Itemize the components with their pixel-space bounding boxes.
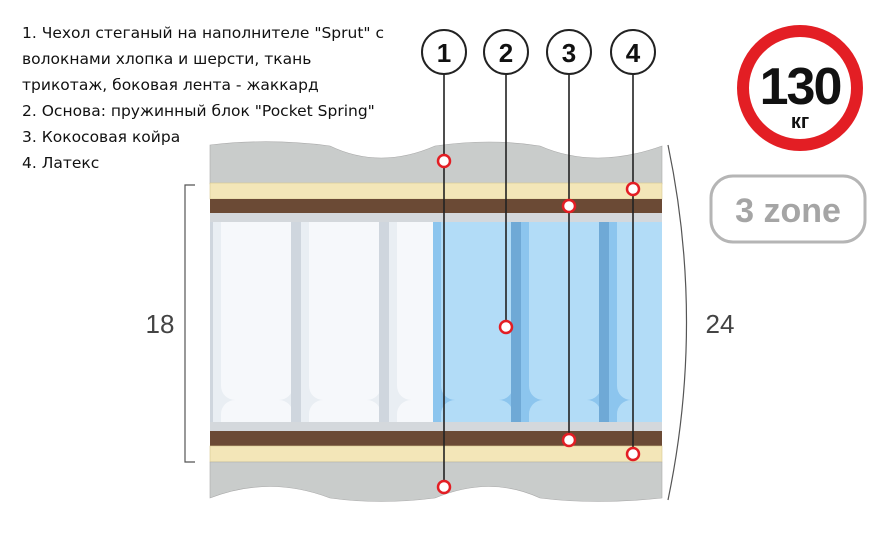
layer-legend: 1. Чехол стеганый на наполнителе "Sprut"… bbox=[22, 20, 384, 176]
callout-3-marker-top bbox=[561, 198, 577, 214]
spring-block-white bbox=[210, 222, 433, 422]
legend-line: 2. Основа: пружинный блок "Pocket Spring… bbox=[22, 102, 375, 120]
callout-1-marker-top bbox=[436, 153, 452, 169]
callout-4-label: 4 bbox=[626, 38, 641, 68]
callout-leader-lines bbox=[443, 74, 634, 487]
total-height-arc bbox=[667, 144, 688, 501]
callout-3-label: 3 bbox=[562, 38, 576, 68]
callout-3-marker-bottom bbox=[561, 432, 577, 448]
bottom-latex-layer bbox=[209, 445, 663, 463]
callout-1-label: 1 bbox=[437, 38, 451, 68]
callout-markers bbox=[436, 153, 641, 495]
max-load-value: 130 bbox=[760, 58, 841, 116]
callout-3 bbox=[546, 29, 592, 75]
callout-4 bbox=[610, 29, 656, 75]
max-load-badge bbox=[737, 25, 863, 151]
top-cover-layer bbox=[209, 141, 663, 185]
zone-badge bbox=[709, 174, 867, 244]
legend-line: 3. Кокосовая койра bbox=[22, 128, 181, 146]
legend-line: трикотаж, боковая лента - жаккард bbox=[22, 76, 319, 94]
callout-4-marker-top bbox=[625, 181, 641, 197]
top-coir-layer bbox=[210, 199, 662, 213]
legend-line: волокнами хлопка и шерсти, ткань bbox=[22, 50, 312, 68]
inner-height-label: 18 bbox=[146, 309, 175, 339]
bottom-separator-strip bbox=[210, 422, 662, 431]
zone-badge-label: 3 zone bbox=[735, 192, 841, 230]
bottom-coir-layer bbox=[210, 431, 662, 446]
inner-height-bracket bbox=[184, 184, 195, 463]
callout-2 bbox=[483, 29, 529, 75]
spring-block-blue-zone bbox=[433, 222, 662, 422]
legend-line: 4. Латекс bbox=[22, 154, 100, 172]
callout-2-marker bbox=[498, 319, 514, 335]
legend-line: 1. Чехол стеганый на наполнителе "Sprut"… bbox=[22, 24, 384, 42]
callout-1-marker-bottom bbox=[436, 479, 452, 495]
top-latex-layer bbox=[209, 182, 663, 200]
callout-4-marker-bottom bbox=[625, 446, 641, 462]
top-separator-strip bbox=[210, 213, 662, 222]
callout-1 bbox=[421, 29, 467, 75]
callout-2-label: 2 bbox=[499, 38, 513, 68]
max-load-unit: кг bbox=[791, 111, 809, 133]
bottom-cover-layer bbox=[209, 461, 663, 502]
total-height-label: 24 bbox=[706, 309, 735, 339]
